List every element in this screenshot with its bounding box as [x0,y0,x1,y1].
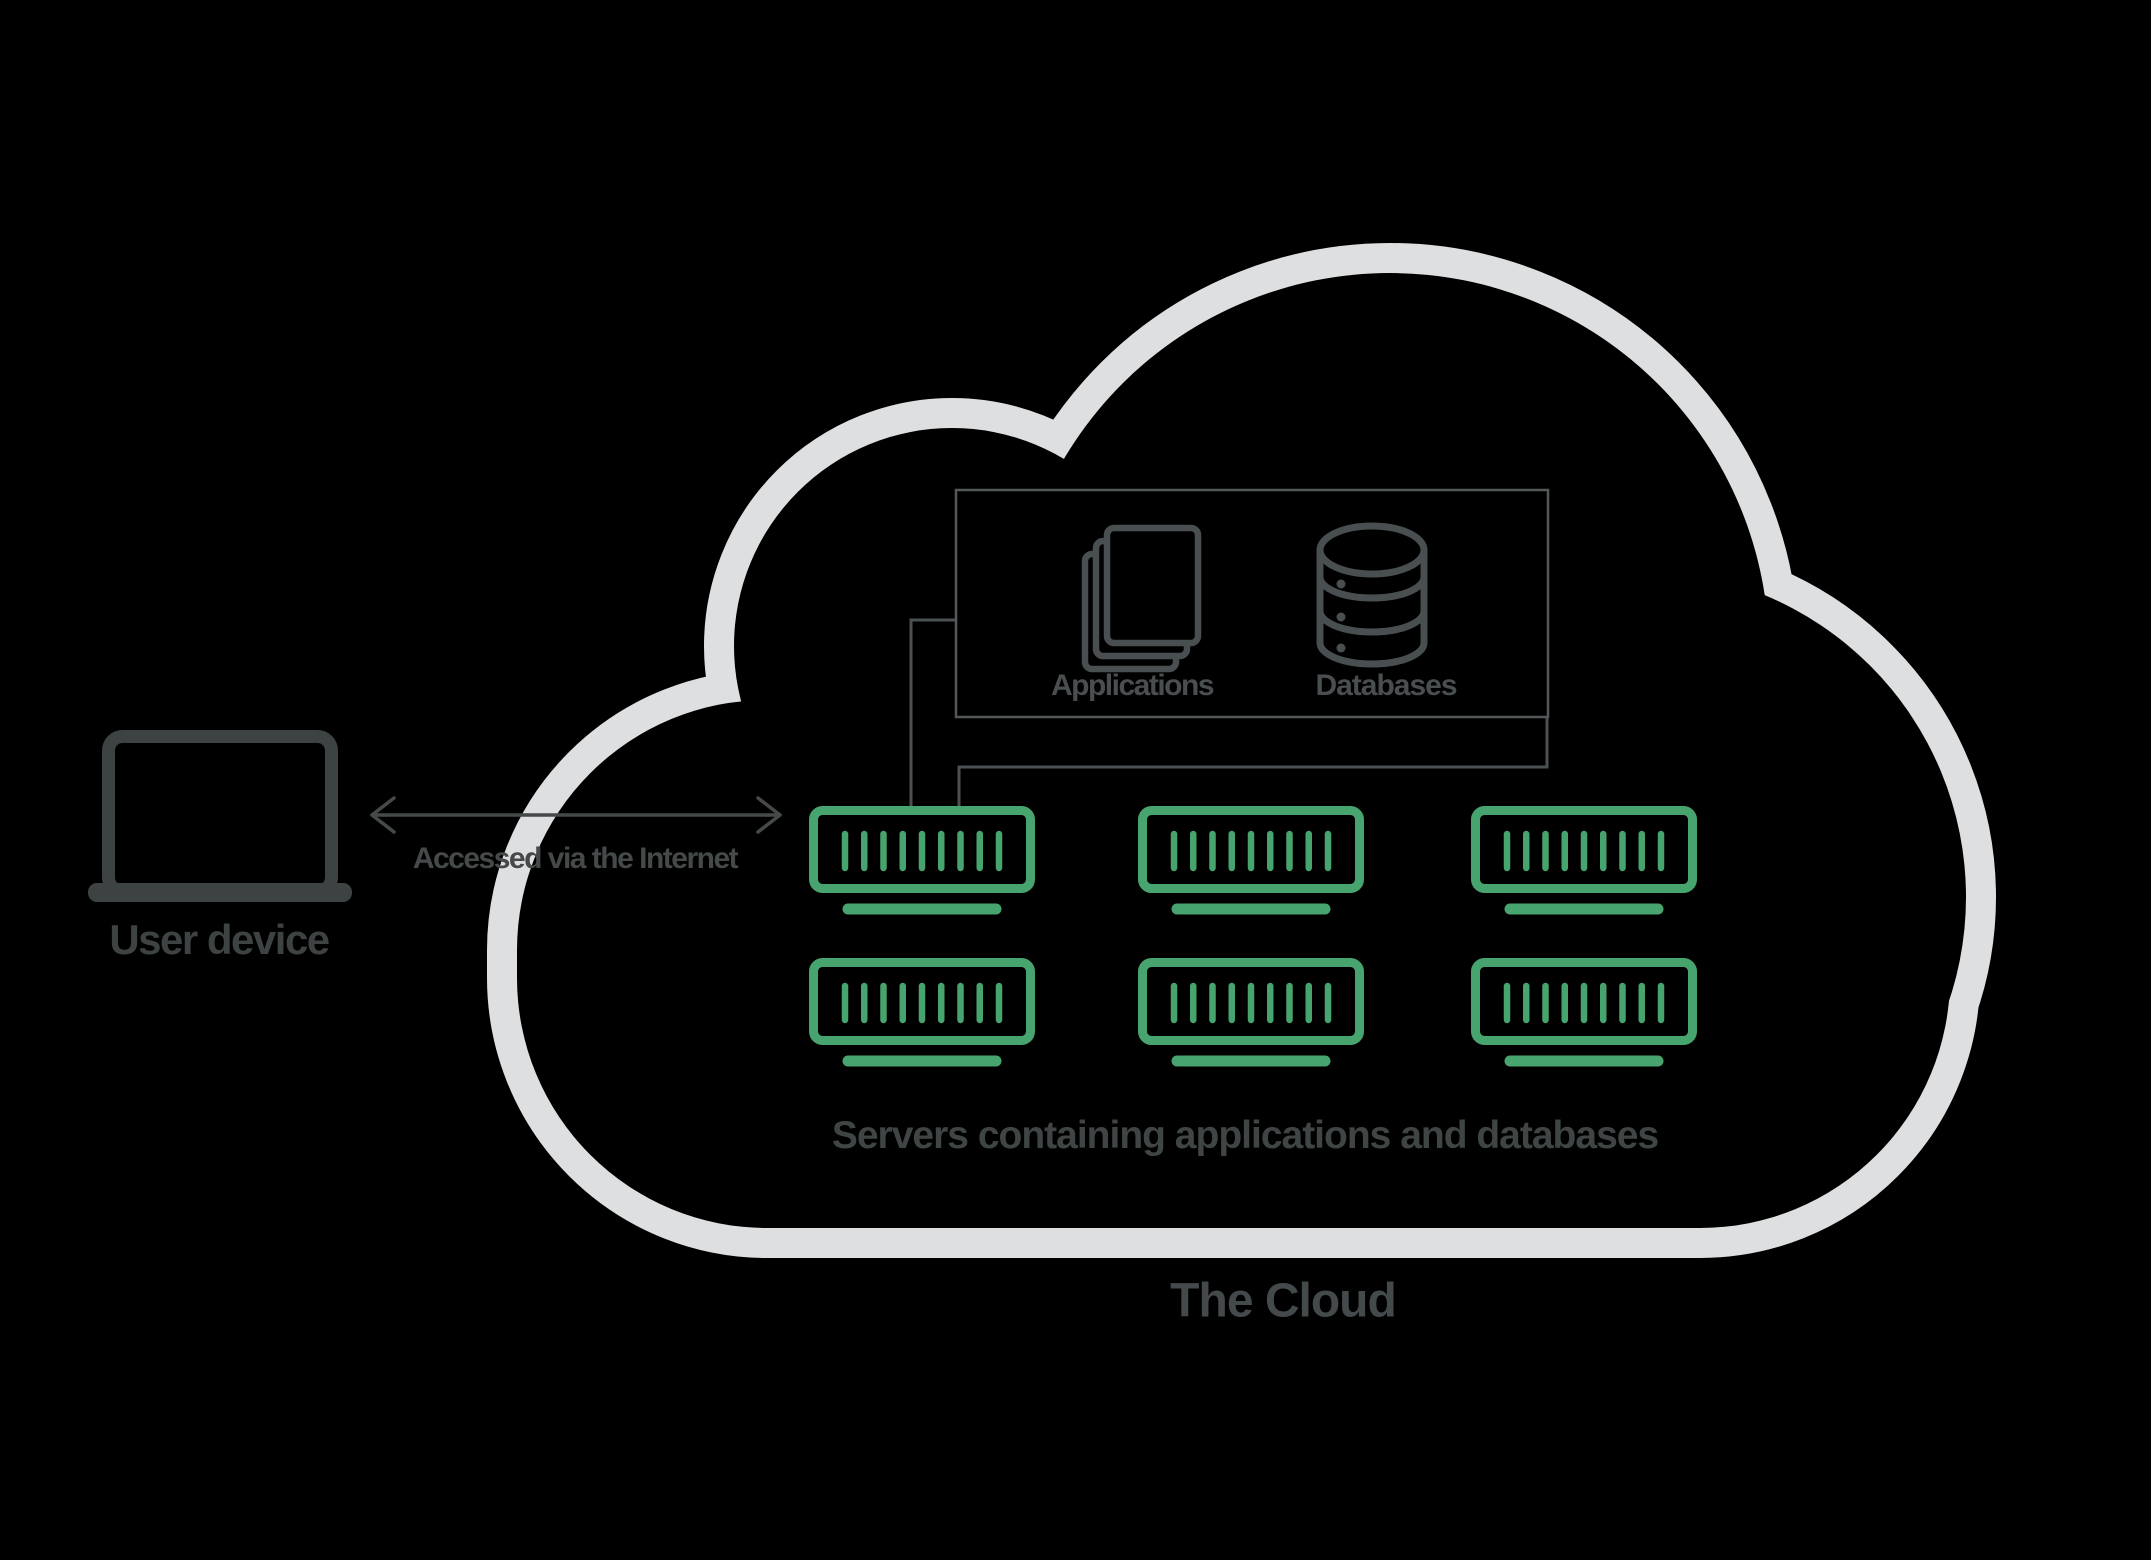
connector-box-left [909,618,956,806]
cloud-outline-icon [517,273,1966,1228]
databases-label: Databases [1315,669,1457,702]
applications-databases-box [954,488,1550,719]
double-arrow-icon [370,796,782,834]
laptop-base [88,883,352,902]
connector-box-right [957,717,1549,806]
applications-label: Applications [1050,669,1215,702]
internet-access-label: Accessed via the Internet [412,842,739,875]
applications-icon [1081,524,1202,673]
servers-caption: Servers containing applications and data… [831,1114,1659,1157]
cloud-title: The Cloud [1170,1274,1397,1328]
user-device-label: User device [109,916,330,963]
database-icon [1316,522,1428,668]
laptop-icon [88,730,352,902]
laptop-lid [102,730,338,898]
